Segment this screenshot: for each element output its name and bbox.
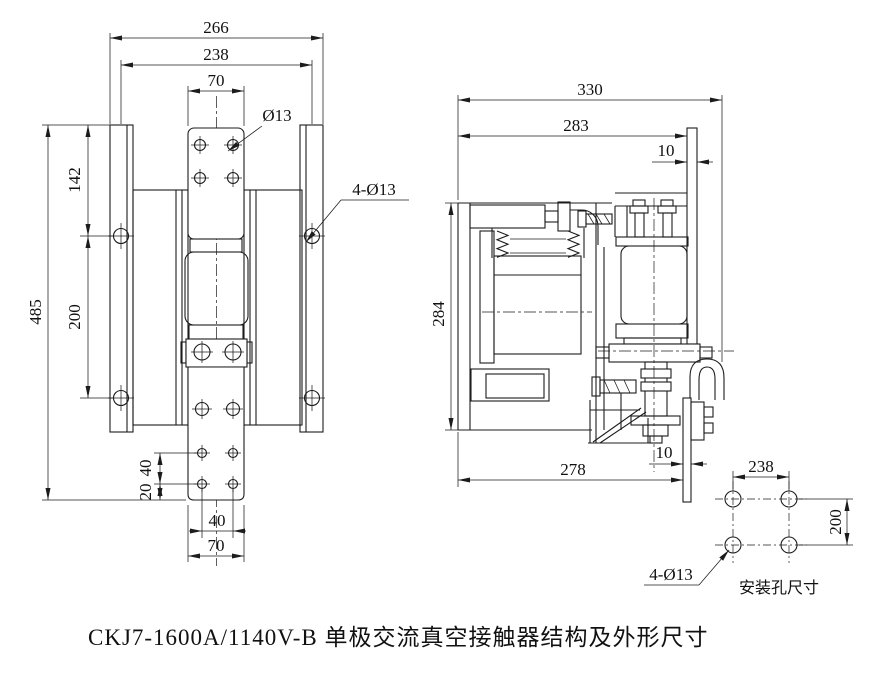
contact-stem: [630, 361, 681, 444]
dim-mount-hole-vspan: 200: [65, 304, 84, 330]
front-view-geometry: [108, 96, 325, 566]
top-terminal-busbar: [187, 127, 245, 240]
leader-mount-hole-2: [698, 549, 730, 586]
main-body: [132, 189, 303, 426]
mounting-hole-dimensions: 238 200 4-Ø13 安装孔尺寸: [644, 457, 853, 597]
leader-terminal-hole: [227, 125, 263, 152]
dim-mount-span-width: 238: [748, 457, 774, 476]
leader-mount-hole: [305, 199, 342, 243]
side-view-dimensions: 330 283 10 284 278 10: [429, 80, 723, 487]
front-view: 266 238 70 Ø13 4-Ø13 142 200 485: [26, 18, 409, 566]
dim-busbar-width-top: 70: [208, 71, 225, 90]
contact-clamp: [180, 338, 253, 368]
auxiliary-box: [470, 368, 550, 402]
dim-terminal-hole-pitch: 40: [136, 460, 155, 477]
dim-overall-width: 266: [203, 18, 229, 37]
label-terminal-hole-dia: Ø13: [262, 106, 291, 125]
frame: [457, 202, 612, 443]
drawing-title: CKJ7-1600A/1140V-B 单极交流真空接触器结构及外形尺寸: [88, 625, 708, 650]
lower-side-bolt: [591, 376, 637, 430]
front-view-dimensions: 266 238 70 Ø13 4-Ø13 142 200 485: [26, 18, 409, 562]
dim-terminal-hole-span: 40: [209, 511, 226, 530]
armature-assembly: [469, 201, 599, 245]
mounting-hole-geometry: [715, 481, 807, 563]
dim-base-depth: 278: [560, 460, 586, 479]
label-mount-hole-callout-2: 4-Ø13: [649, 565, 692, 584]
dim-overall-height: 485: [26, 299, 45, 325]
dim-bracket-thickness-bottom: 10: [656, 443, 673, 462]
return-springs: [491, 228, 585, 258]
dim-frame-height: 284: [429, 301, 448, 327]
dim-top-edge-to-hole: 142: [65, 167, 84, 193]
dim-overall-depth: 330: [577, 80, 603, 99]
top-side-bolt: [577, 210, 613, 228]
dim-bracket-thickness-top: 10: [658, 141, 675, 160]
right-mounting-plate: [299, 124, 324, 433]
dim-depth-to-bracket: 283: [563, 116, 589, 135]
terminal-bolts: [629, 199, 677, 238]
lower-mounting-bar: [682, 397, 714, 503]
side-view-geometry: [457, 127, 734, 503]
side-view: 330 283 10 284 278 10: [429, 80, 734, 503]
base-pedestal: [588, 400, 650, 444]
label-mount-hole-callout: 4-Ø13: [352, 180, 395, 199]
dim-busbar-width-bottom: 70: [208, 536, 225, 555]
moving-contact-crossbar: [595, 343, 713, 363]
flexible-connector-hook: [689, 358, 725, 400]
coil-block: [479, 230, 582, 364]
mounting-view-caption: 安装孔尺寸: [739, 579, 819, 597]
dim-mount-hole-span: 238: [203, 45, 229, 64]
dim-terminal-hole-edge: 20: [136, 484, 155, 501]
mounting-hole-view: 238 200 4-Ø13 安装孔尺寸: [644, 457, 853, 597]
bottom-terminal-busbar: [187, 366, 245, 501]
dim-mount-span-height: 200: [826, 509, 845, 535]
